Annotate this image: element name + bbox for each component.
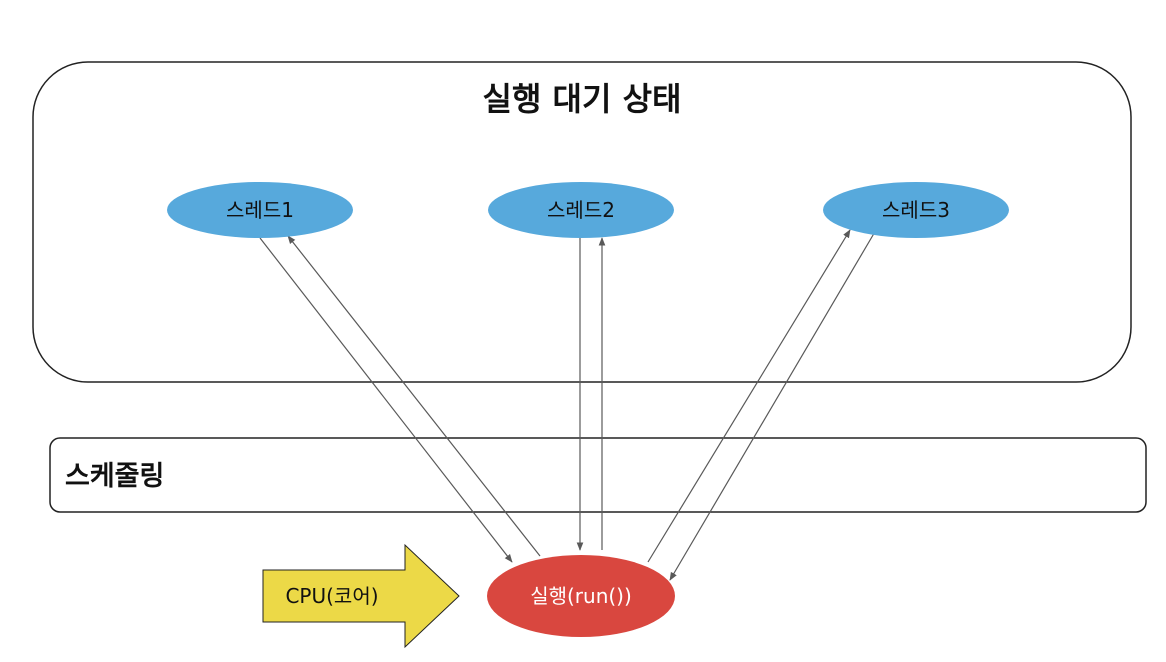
waiting-state-title: 실행 대기 상태: [483, 80, 682, 118]
cpu-label: CPU(코어): [285, 584, 378, 608]
scheduling-label: 스케줄링: [65, 461, 164, 492]
arrow-thread3-to-running: [669, 229, 877, 581]
arrow-thread1-to-running: [259, 237, 513, 563]
thread-node-2-label: 스레드2: [547, 198, 615, 222]
scheduling-bar: 스케줄링: [49, 437, 1147, 513]
cpu-arrow: CPU(코어): [262, 543, 460, 649]
running-node-label: 실행(run()): [530, 584, 632, 608]
arrow-running-to-thread1: [287, 235, 541, 557]
thread-node-3: 스레드3: [823, 182, 1009, 238]
transition-arrows: [259, 229, 877, 581]
arrow-running-to-thread3: [647, 229, 851, 563]
running-node: 실행(run()): [487, 555, 675, 637]
thread-node-1: 스레드1: [167, 182, 353, 238]
thread-node-1-label: 스레드1: [226, 198, 294, 222]
thread-node-2: 스레드2: [488, 182, 674, 238]
thread-node-3-label: 스레드3: [882, 198, 950, 222]
